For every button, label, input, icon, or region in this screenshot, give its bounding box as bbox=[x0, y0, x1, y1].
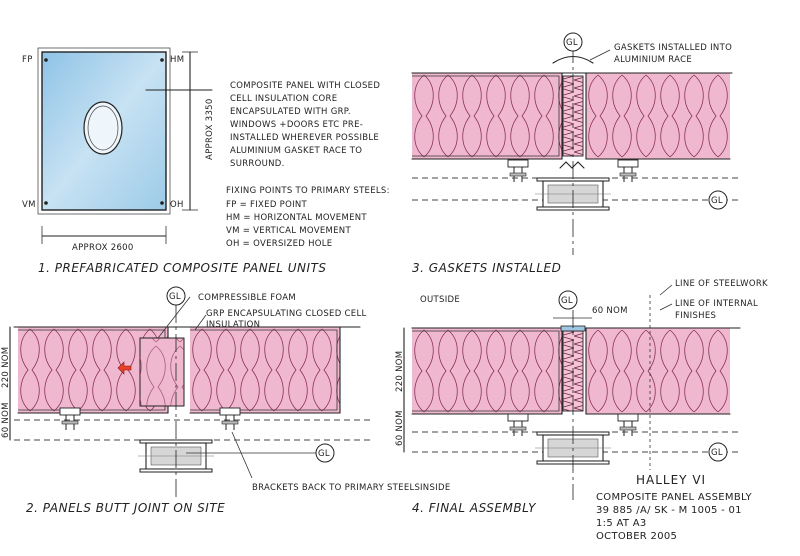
dim-60-label: 60 NOM bbox=[395, 410, 405, 446]
corner-label-vm: VM bbox=[22, 200, 36, 210]
note-line-of-finishes-2: finishes bbox=[675, 311, 716, 321]
dim-220-label: 220 NOM bbox=[395, 351, 405, 392]
description-line: cell insulation core bbox=[230, 94, 337, 104]
note-line-of-finishes-1: Line of internal bbox=[675, 299, 758, 309]
label-inside: INSIDE bbox=[420, 483, 450, 493]
drawing-scale: 1:5 AT A3 bbox=[596, 518, 647, 529]
description-line: Aluminium gasket race to bbox=[230, 146, 362, 156]
fixing-item: OH = Oversized hole bbox=[226, 239, 332, 249]
title-block: HALLEY VI COMPOSITE PANEL ASSEMBLY 39 88… bbox=[596, 473, 753, 542]
fixing-item: VM = Vertical movement bbox=[226, 226, 351, 236]
panel-1-elevation: FP HM VM OH APPROX 2600 APPROX 3350 Comp… bbox=[22, 47, 390, 275]
note-grp: GRP encapsulating closed cell bbox=[206, 309, 367, 319]
note-insulation: insulation bbox=[206, 320, 260, 330]
window-opening bbox=[83, 101, 123, 155]
fixing-item: FP = Fixed point bbox=[226, 200, 308, 210]
corner-label-hm: HM bbox=[170, 55, 184, 65]
drawing-date: OCTOBER 2005 bbox=[596, 531, 677, 542]
note-line-of-steelwork: Line of steelwork bbox=[675, 279, 768, 289]
note-compressible-foam: Compressible foam bbox=[198, 293, 296, 303]
description-line: encapsulated with GRP. bbox=[230, 107, 351, 117]
drawing-title: COMPOSITE PANEL ASSEMBLY bbox=[596, 492, 753, 503]
panel-description: Composite panel with closed cell insulat… bbox=[230, 81, 380, 169]
fixing-points-legend: Fixing points to primary steels: FP = Fi… bbox=[226, 186, 390, 249]
description-line: Composite panel with closed bbox=[230, 81, 380, 91]
project-name: HALLEY VI bbox=[636, 473, 706, 487]
note-gaskets-1: Gaskets installed into bbox=[614, 43, 732, 53]
gl-marker-label: GL bbox=[318, 449, 330, 459]
panel-2-butt-joint: GL GL Compressible foam GRP encapsulatin… bbox=[1, 286, 420, 515]
panel-3-gaskets: GL GL Gaskets installed into aluminium r… bbox=[411, 32, 742, 275]
push-arrow-icon bbox=[117, 361, 132, 375]
caption-panel-1: 1. Prefabricated composite panel units bbox=[38, 261, 327, 275]
caption-panel-2: 2. Panels butt joint on site bbox=[26, 501, 225, 515]
description-line: surround. bbox=[230, 159, 285, 169]
drawing-number: 39 885 /A/ SK - M 1005 - 01 bbox=[596, 505, 742, 516]
description-line: Windows +doors etc pre- bbox=[230, 120, 363, 130]
corner-label-oh: OH bbox=[170, 200, 184, 210]
caption-panel-3: 3. Gaskets installed bbox=[412, 261, 561, 275]
gl-marker-label: GL bbox=[711, 196, 723, 206]
gl-bubble-label: GL bbox=[561, 296, 573, 306]
gl-bubble-label: GL bbox=[566, 38, 578, 48]
gl-bubble-label: GL bbox=[169, 292, 181, 302]
dim-height-label: APPROX 3350 bbox=[205, 98, 215, 160]
panel-4-final-assembly: GL GL OUTSIDE INSIDE 60 NOM Line of stee… bbox=[395, 279, 768, 515]
caption-panel-4: 4. Final assembly bbox=[412, 501, 537, 515]
note-brackets: Brackets back to primary steels bbox=[252, 483, 420, 493]
fixing-item: HM = Horizontal movement bbox=[226, 213, 367, 223]
gl-marker-label: GL bbox=[711, 448, 723, 458]
dim-width-label: APPROX 2600 bbox=[72, 243, 134, 253]
description-line: installed wherever possible bbox=[230, 133, 379, 143]
label-outside: OUTSIDE bbox=[420, 295, 460, 305]
dim-220-label: 220 NOM bbox=[1, 347, 11, 388]
note-gaskets-2: aluminium race bbox=[614, 55, 692, 65]
fixing-title: Fixing points to primary steels: bbox=[226, 186, 390, 196]
corner-label-fp: FP bbox=[22, 55, 33, 65]
dim-60-label: 60 NOM bbox=[1, 402, 11, 438]
note-60nom: 60 NOM bbox=[592, 306, 628, 316]
